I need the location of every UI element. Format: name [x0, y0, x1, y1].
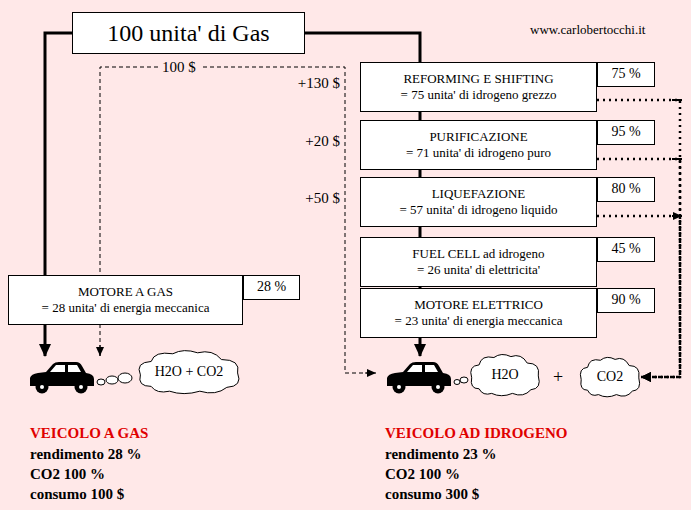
- efficiency-box: 95 %: [597, 120, 655, 145]
- node-title: MOTORE ELETTRICO: [414, 297, 543, 313]
- node-title: FUEL CELL ad idrogeno: [412, 246, 544, 262]
- process-box: REFORMING E SHIFTING= 75 unita' di idrog…: [360, 62, 597, 112]
- node-title: MOTORE A GAS: [78, 284, 173, 300]
- node-body: = 28 unita' di energia meccanica: [42, 300, 210, 316]
- process-box: PURIFICAZIONE= 71 unita' di idrogeno pur…: [360, 120, 597, 170]
- efficiency-box: 90 %: [597, 288, 655, 313]
- vehicle-stat: consumo 300 $: [385, 485, 479, 503]
- vehicle-stat: rendimento 23 %: [385, 445, 496, 463]
- node-title: 95 %: [611, 124, 640, 141]
- cost-label: +50 $: [305, 189, 340, 207]
- node-title: 28 %: [257, 279, 286, 296]
- plus-sign: +: [553, 367, 563, 389]
- vehicle-title: VEICOLO A GAS: [30, 424, 148, 442]
- efficiency-box: 45 %: [597, 237, 655, 262]
- process-box: FUEL CELL ad idrogeno= 26 unita' di elet…: [360, 237, 597, 287]
- flow-connector: [419, 170, 422, 177]
- node-body: = 71 unita' di idrogeno puro: [406, 145, 551, 161]
- process-box: MOTORE A GAS= 28 unita' di energia mecca…: [8, 275, 243, 325]
- exhaust-cloud: CO2: [578, 355, 642, 399]
- node-title: 80 %: [611, 181, 640, 198]
- node-body: = 23 unita' di energia meccanica: [395, 313, 563, 329]
- node-title: 45 %: [611, 241, 640, 258]
- node-title: 75 %: [611, 66, 640, 83]
- flow-connector: [305, 33, 420, 62]
- process-box: MOTORE ELETTRICO= 23 unita' di energia m…: [360, 288, 597, 338]
- hydrogen-car: [387, 362, 451, 394]
- node-title: LIQUEFAZIONE: [432, 186, 526, 202]
- exhaust-cloud: H2O + CO2: [135, 348, 243, 396]
- node-body: = 26 unita' di elettricita': [417, 262, 540, 278]
- node-title: H2O: [491, 367, 518, 384]
- efficiency-box: 75 %: [597, 62, 655, 87]
- vehicle-stat: CO2 100 %: [385, 465, 460, 483]
- node-title: CO2: [597, 369, 623, 386]
- vehicle-stat: CO2 100 %: [30, 465, 105, 483]
- vehicle-title: VEICOLO AD IDROGENO: [385, 424, 568, 442]
- gas-car: [30, 362, 94, 394]
- flow-connector: [45, 33, 72, 275]
- gas-box: 100 unita' di Gas: [72, 12, 305, 54]
- vehicle-stat: rendimento 28 %: [30, 445, 141, 463]
- flow-connector: [419, 112, 422, 120]
- flow-arrow: [419, 337, 422, 356]
- node-title: PURIFICAZIONE: [429, 129, 527, 145]
- node-title: REFORMING E SHIFTING: [403, 71, 553, 87]
- flow-arrow: [44, 325, 47, 356]
- cost-label: 100 $: [158, 58, 200, 76]
- efficiency-box: 28 %: [243, 275, 300, 300]
- process-box: LIQUEFAZIONE= 57 unita' di idrogeno liqu…: [360, 177, 597, 227]
- watermark: www.carlobertocchi.it: [530, 22, 645, 38]
- node-body: = 57 unita' di idrogeno liquido: [399, 202, 557, 218]
- co2-connector: [597, 159, 680, 377]
- flow-connector: [419, 227, 422, 237]
- efficiency-box: 80 %: [597, 177, 655, 202]
- cost-label: +20 $: [305, 132, 340, 150]
- cost-arrow: [100, 345, 101, 356]
- node-title: 90 %: [611, 292, 640, 309]
- co2-connector: [597, 100, 680, 377]
- co2-connector: [597, 216, 680, 377]
- cost-arrow: [365, 373, 376, 374]
- node-body: = 75 unita' di idrogeno grezzo: [401, 87, 557, 103]
- exhaust-cloud: H2O: [468, 352, 542, 398]
- node-title: 100 unita' di Gas: [107, 19, 269, 48]
- node-title: H2O + CO2: [155, 364, 224, 381]
- cost-label: +130 $: [298, 74, 340, 92]
- cost-line: [100, 67, 372, 373]
- vehicle-stat: consumo 100 $: [30, 485, 124, 503]
